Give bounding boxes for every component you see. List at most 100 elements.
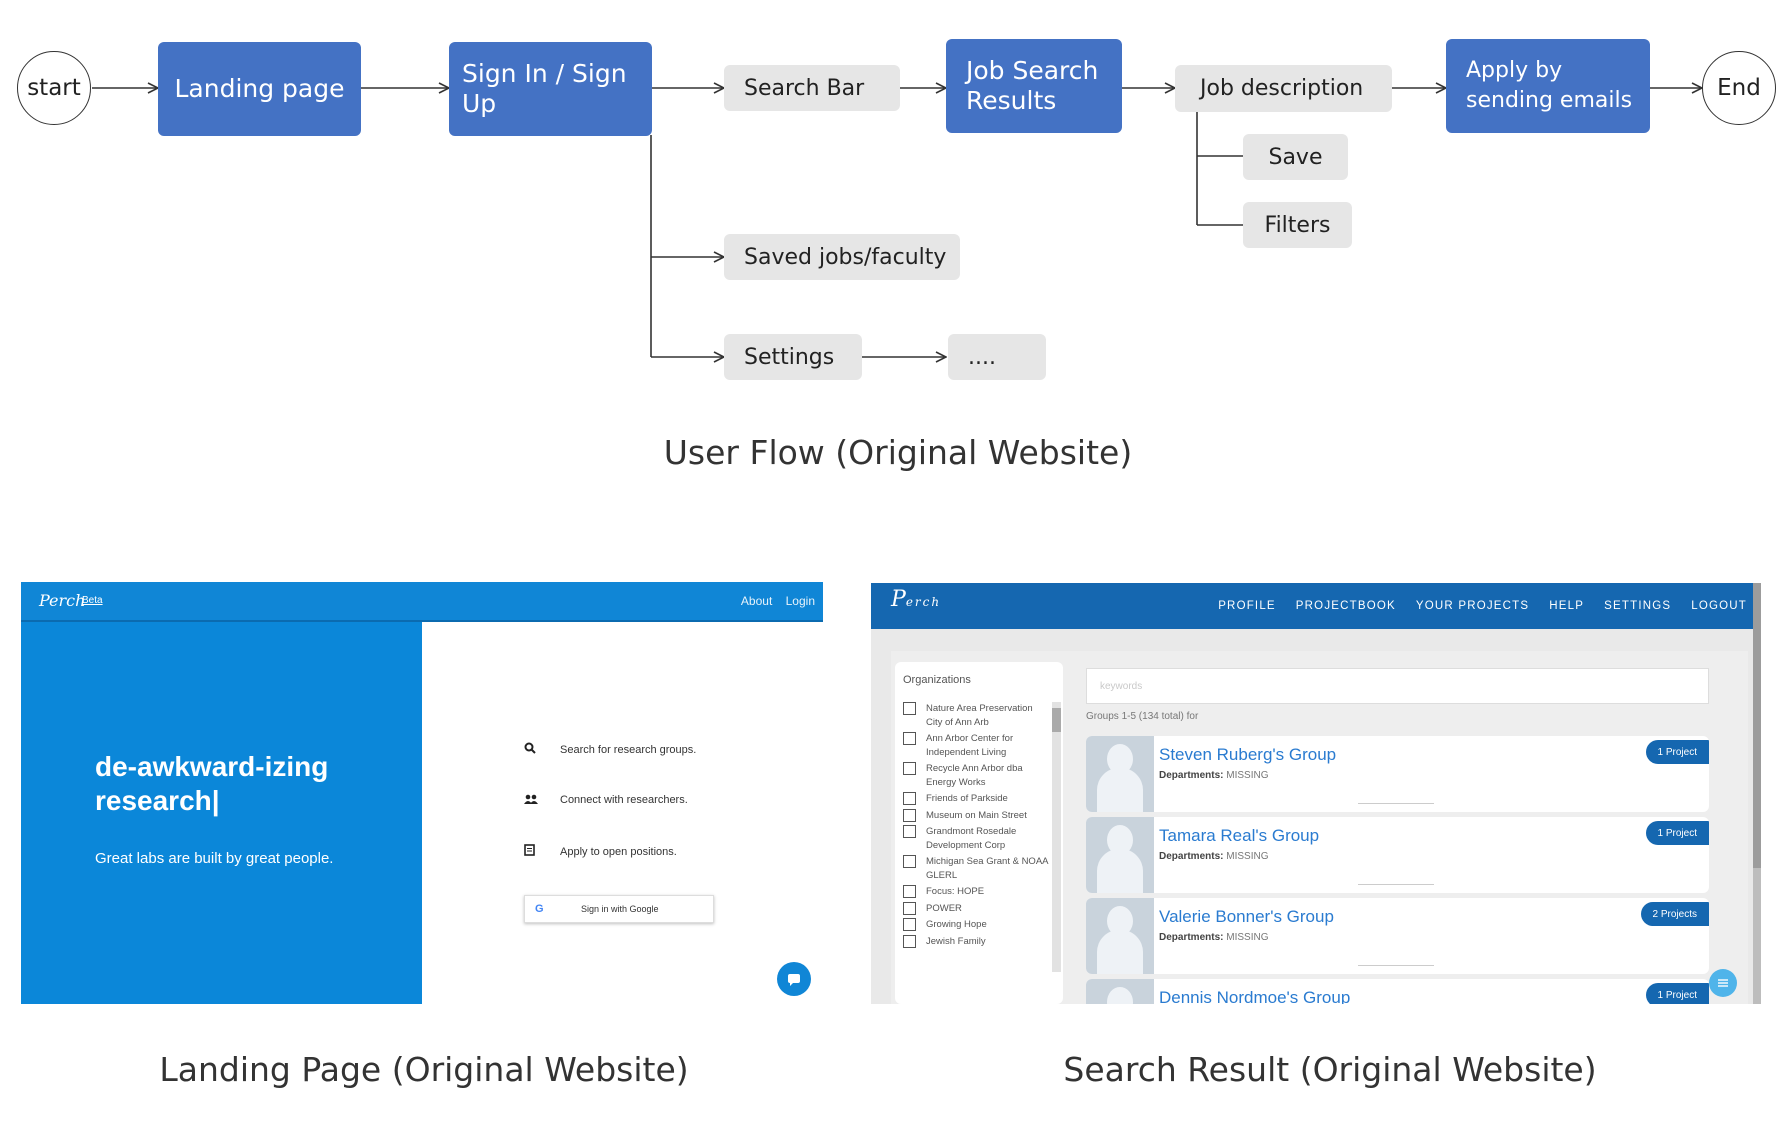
checkbox[interactable]: [903, 855, 916, 868]
landing-nav: About Login: [731, 594, 815, 608]
flow-save-node: Save: [1243, 134, 1348, 180]
checkbox[interactable]: [903, 901, 916, 915]
project-count-badge[interactable]: 1 Project: [1645, 983, 1709, 1004]
chat-icon[interactable]: [777, 962, 811, 996]
org-label: Grandmont Rosedale Development Corp: [926, 826, 1017, 851]
avatar: [1086, 817, 1154, 893]
flow-saved-jobs-node: Saved jobs/faculty: [724, 234, 960, 280]
landing-hero-panel: de-awkward-izing research| Great labs ar…: [21, 622, 422, 1004]
org-checkbox-item[interactable]: Museum on Main Street: [903, 808, 1049, 823]
nav-about-link[interactable]: About: [740, 594, 773, 608]
group-name-link[interactable]: Dennis Nordmoe's Group: [1159, 988, 1351, 1004]
flow-sign-in-node: Sign In / Sign Up: [449, 42, 652, 136]
caption-landing-page: Landing Page (Original Website): [159, 1050, 689, 1089]
feature-apply-text: Apply to open positions.: [560, 845, 677, 858]
checkbox[interactable]: [903, 808, 916, 822]
org-checkbox-item[interactable]: Ann Arbor Center for Independent Living: [903, 732, 1049, 759]
feature-search: Search for research groups.: [524, 742, 696, 757]
nav-settings-link[interactable]: SETTINGS: [1604, 600, 1672, 612]
scrollbar-thumb[interactable]: [1052, 708, 1061, 732]
group-name-link[interactable]: Tamara Real's Group: [1159, 826, 1320, 845]
checkbox[interactable]: [903, 732, 916, 745]
google-signin-button[interactable]: G Sign in with Google: [524, 895, 714, 923]
divider: [1358, 803, 1434, 804]
flow-end-node: End: [1702, 51, 1776, 125]
feature-connect: Connect with researchers.: [524, 793, 688, 807]
org-label: Focus: HOPE: [926, 886, 985, 897]
organizations-scrollbar[interactable]: [1052, 702, 1061, 972]
search-top-bar: Perch PROFILE PROJECTBOOK YOUR PROJECTS HEL…: [871, 583, 1761, 629]
flow-settings-node: Settings: [724, 334, 862, 380]
org-label: Friends of Parkside: [926, 793, 1008, 804]
result-card[interactable]: Dennis Nordmoe's Group 1 Project: [1086, 979, 1709, 1004]
feature-search-text: Search for research groups.: [560, 743, 697, 756]
nav-logout-link[interactable]: LOGOUT: [1691, 600, 1747, 612]
result-card[interactable]: Tamara Real's Group Departments: MISSING…: [1086, 817, 1709, 893]
group-name-link[interactable]: Steven Ruberg's Group: [1159, 745, 1337, 764]
search-nav: PROFILE PROJECTBOOK YOUR PROJECTS HELP SETTI…: [1198, 600, 1747, 612]
checkbox[interactable]: [903, 762, 916, 775]
checkbox[interactable]: [903, 792, 916, 805]
checkbox[interactable]: [903, 702, 916, 715]
project-count-badge[interactable]: 1 Project: [1645, 740, 1709, 764]
user-flow-connectors: [92, 0, 1782, 480]
group-departments: Departments: MISSING: [1159, 932, 1268, 943]
group-departments: Departments: MISSING: [1159, 770, 1268, 781]
organizations-filter-panel: Organizations Nature Area Preservation C…: [895, 662, 1063, 1004]
org-checkbox-item[interactable]: Recycle Ann Arbor dba Energy Works: [903, 762, 1049, 789]
avatar: [1086, 736, 1154, 812]
org-label: Recycle Ann Arbor dba Energy Works: [926, 763, 1023, 788]
nav-profile-link[interactable]: PROFILE: [1218, 600, 1276, 612]
org-label: POWER: [926, 902, 962, 914]
nav-your-projects-link[interactable]: YOUR PROJECTS: [1415, 600, 1530, 612]
results-count: Groups 1-5 (134 total) for: [1086, 711, 1199, 722]
landing-page-screenshot: Perch Beta About Login de-awkward-izing …: [21, 582, 823, 1004]
flow-start-node: start: [17, 51, 91, 125]
result-card[interactable]: Steven Ruberg's Group Departments: MISSI…: [1086, 736, 1709, 812]
org-checkbox-item[interactable]: Nature Area Preservation City of Ann Arb: [903, 702, 1049, 729]
scrollbar-thumb[interactable]: [1753, 583, 1761, 868]
perch-logo[interactable]: Perch: [39, 591, 86, 610]
flow-ellipsis-node: ....: [948, 334, 1046, 380]
project-count-badge[interactable]: 1 Project: [1645, 821, 1709, 845]
org-checkbox-item[interactable]: Growing Hope: [903, 918, 1049, 932]
keyword-search-input[interactable]: keywords: [1086, 668, 1709, 704]
org-checkbox-item[interactable]: Focus: HOPE: [903, 885, 1049, 899]
nav-projectbook-link[interactable]: PROJECTBOOK: [1295, 600, 1396, 612]
flow-landing-page-node: Landing page: [158, 42, 361, 136]
checkbox[interactable]: [903, 825, 916, 838]
google-icon: G: [535, 903, 544, 915]
checkbox[interactable]: [903, 918, 916, 931]
beta-link[interactable]: Beta: [82, 595, 103, 606]
organizations-list: Nature Area Preservation City of Ann Arb…: [903, 702, 1049, 951]
group-departments: Departments: MISSING: [1159, 851, 1268, 862]
nav-help-link[interactable]: HELP: [1549, 600, 1585, 612]
checkbox[interactable]: [903, 885, 916, 898]
caption-search-result: Search Result (Original Website): [1063, 1050, 1597, 1089]
org-label: Growing Hope: [926, 919, 987, 930]
org-label: Ann Arbor Center for Independent Living: [926, 733, 1014, 758]
menu-icon[interactable]: [1709, 969, 1737, 997]
hero-subtext: Great labs are built by great people.: [95, 850, 334, 867]
org-checkbox-item[interactable]: Friends of Parkside: [903, 792, 1049, 806]
result-card[interactable]: Valerie Bonner's Group Departments: MISS…: [1086, 898, 1709, 974]
org-checkbox-item[interactable]: Grandmont Rosedale Development Corp: [903, 825, 1049, 852]
org-checkbox-item[interactable]: Michigan Sea Grant & NOAA GLERL: [903, 855, 1049, 882]
dept-label: Departments:: [1159, 770, 1224, 781]
flow-apply-node: Apply by sending emails: [1446, 39, 1650, 133]
project-count-badge[interactable]: 2 Projects: [1640, 902, 1709, 926]
nav-login-link[interactable]: Login: [785, 594, 815, 608]
org-checkbox-item[interactable]: POWER: [903, 901, 1049, 916]
page-scrollbar[interactable]: [1753, 583, 1761, 1004]
dept-label: Departments:: [1159, 932, 1224, 943]
checkbox[interactable]: [903, 934, 916, 948]
organizations-title: Organizations: [903, 674, 971, 686]
org-label: Nature Area Preservation City of Ann Arb: [926, 703, 1033, 728]
feature-connect-text: Connect with researchers.: [560, 794, 688, 806]
flow-job-search-results-node: Job Search Results: [946, 39, 1122, 133]
perch-logo[interactable]: Perch: [891, 587, 942, 612]
org-label: Museum on Main Street: [926, 809, 1027, 821]
landing-top-bar: Perch Beta About Login: [21, 582, 823, 622]
group-name-link[interactable]: Valerie Bonner's Group: [1159, 907, 1334, 926]
org-checkbox-item[interactable]: Jewish Family: [903, 934, 1049, 949]
